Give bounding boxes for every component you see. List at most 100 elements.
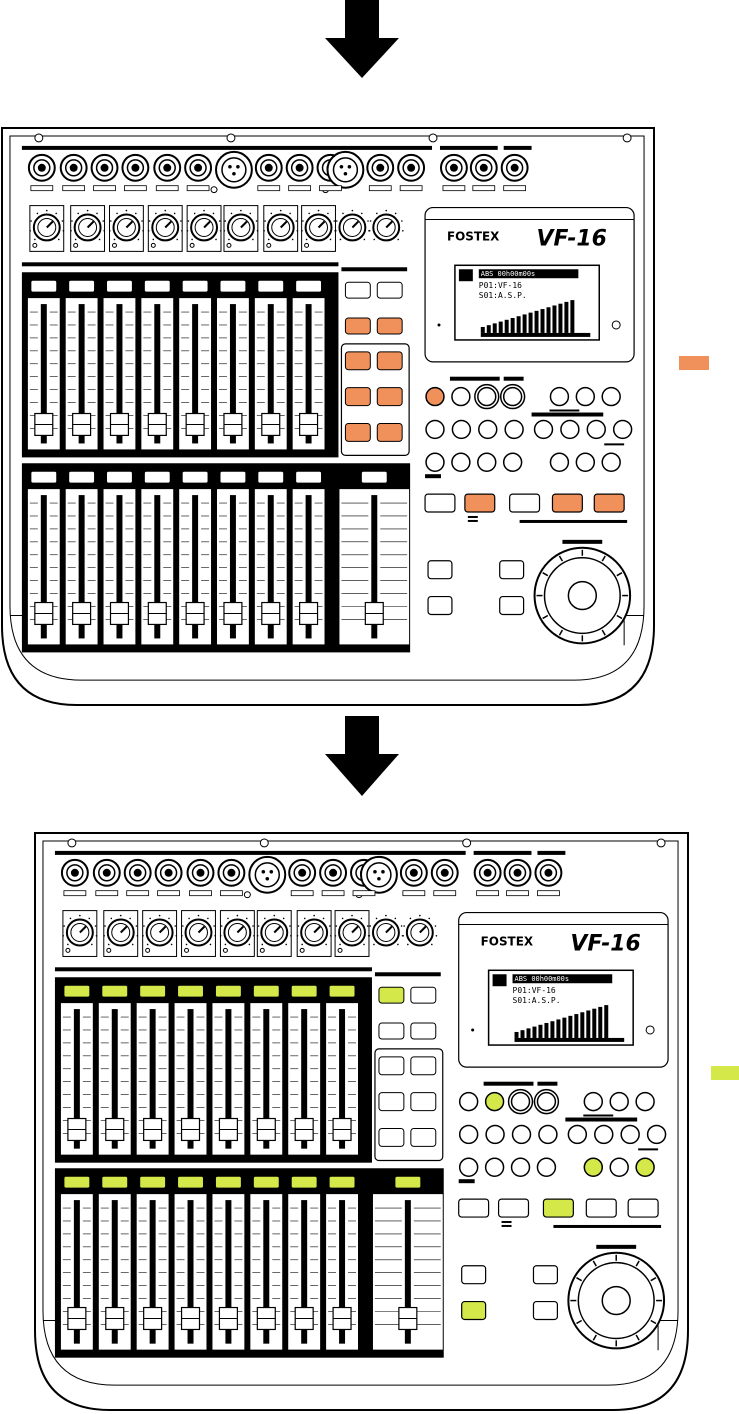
knob-tick [236, 914, 239, 917]
level-meter-bar [570, 300, 575, 333]
xlr-pin [373, 870, 377, 874]
screw-icon [259, 838, 269, 848]
round-button [510, 1091, 531, 1112]
knob-tick [308, 212, 310, 215]
transport-button [593, 493, 625, 513]
locate-button [461, 1300, 487, 1321]
knob-tick [176, 238, 179, 241]
knob-tick [303, 917, 306, 920]
fader-slot [154, 304, 161, 444]
locate-button [461, 1265, 487, 1285]
screw-icon [67, 838, 77, 848]
round-button [484, 1157, 505, 1177]
mode-button [376, 281, 403, 299]
knob-tick [98, 238, 101, 241]
fader-slot [187, 1009, 194, 1149]
track-select-button [252, 1175, 280, 1189]
knob-tick [302, 220, 304, 222]
knob-tick [148, 220, 151, 222]
lcd-program: P01:VF-16 [513, 986, 556, 995]
round-button [425, 452, 445, 472]
knob-tick [71, 220, 73, 222]
knob-tick [295, 220, 298, 222]
section-bar [467, 519, 478, 522]
knob-tick [109, 220, 112, 222]
transport-button [509, 493, 541, 513]
xlr-ring [254, 862, 281, 888]
bank-button [376, 317, 403, 335]
round-button [583, 1091, 604, 1112]
track-select-button [63, 1175, 91, 1189]
peak-led [299, 947, 305, 953]
jack-label [506, 890, 529, 897]
section-bar [341, 267, 408, 272]
transport-button [627, 1198, 659, 1218]
knob-tick [301, 229, 303, 232]
round-button [549, 386, 570, 407]
power-icon [611, 320, 621, 330]
mixer-inner-outline [9, 135, 645, 681]
effect-button [344, 387, 371, 407]
knob-indicator [203, 220, 211, 229]
knob-tick [223, 229, 226, 232]
meter-scale [480, 332, 591, 337]
section-bar [562, 539, 603, 544]
knob-tick [224, 220, 227, 222]
knob-indicator [79, 925, 87, 934]
round-button [594, 1124, 614, 1145]
model-logo: VF-16 [570, 931, 640, 956]
effect-button [410, 1127, 437, 1147]
knob-tick [220, 925, 223, 927]
knob-tick [214, 934, 216, 937]
knob-tick [351, 209, 354, 212]
knob-tick [88, 917, 91, 920]
jack-label [472, 185, 496, 192]
jack-label [476, 890, 499, 897]
section-bar [501, 1224, 512, 1227]
indicator-dot [437, 323, 441, 327]
round-button [511, 1124, 532, 1145]
bank-button [378, 1022, 405, 1040]
lcd-icon [458, 269, 473, 282]
round-button [635, 1091, 655, 1112]
level-meter-bar [514, 1031, 519, 1038]
knob-tick [209, 943, 212, 946]
fader-slot [192, 304, 199, 444]
knob-tick [168, 917, 170, 920]
knob-tick [261, 943, 264, 946]
effect-button [410, 1056, 437, 1076]
level-meter-bar [534, 310, 539, 333]
knob-tick [107, 943, 110, 946]
knob-tick [69, 917, 72, 920]
track-select-button [30, 279, 58, 293]
track-select-button [143, 279, 171, 293]
jack-hole [513, 868, 522, 877]
knob-tick [322, 917, 325, 920]
transport-button [458, 1198, 490, 1218]
level-meter-bar [546, 307, 551, 333]
level-meter-bar [504, 319, 509, 333]
knob-tick [279, 209, 282, 212]
knob-tick [129, 917, 131, 920]
xlr-pin [377, 876, 381, 881]
level-meter-bar [574, 1014, 579, 1038]
knob-indicator [158, 925, 167, 934]
level-meter-bar [604, 1005, 609, 1039]
jack-label [537, 890, 560, 897]
knob-indicator [273, 925, 281, 934]
level-meter-bar [492, 323, 497, 333]
fader-slot [404, 1200, 411, 1344]
knob-tick [313, 914, 315, 917]
knob-tick [96, 212, 98, 215]
fader-slot [73, 1009, 80, 1149]
round-button [477, 452, 497, 472]
section-bar [565, 1117, 638, 1122]
knob-tick [335, 925, 338, 927]
knob-tick [174, 925, 177, 927]
transport-button [497, 1198, 530, 1218]
meter-scale [514, 1037, 625, 1042]
jack-hole [196, 868, 205, 877]
jack-hole [102, 868, 111, 877]
jack-label [93, 185, 116, 192]
